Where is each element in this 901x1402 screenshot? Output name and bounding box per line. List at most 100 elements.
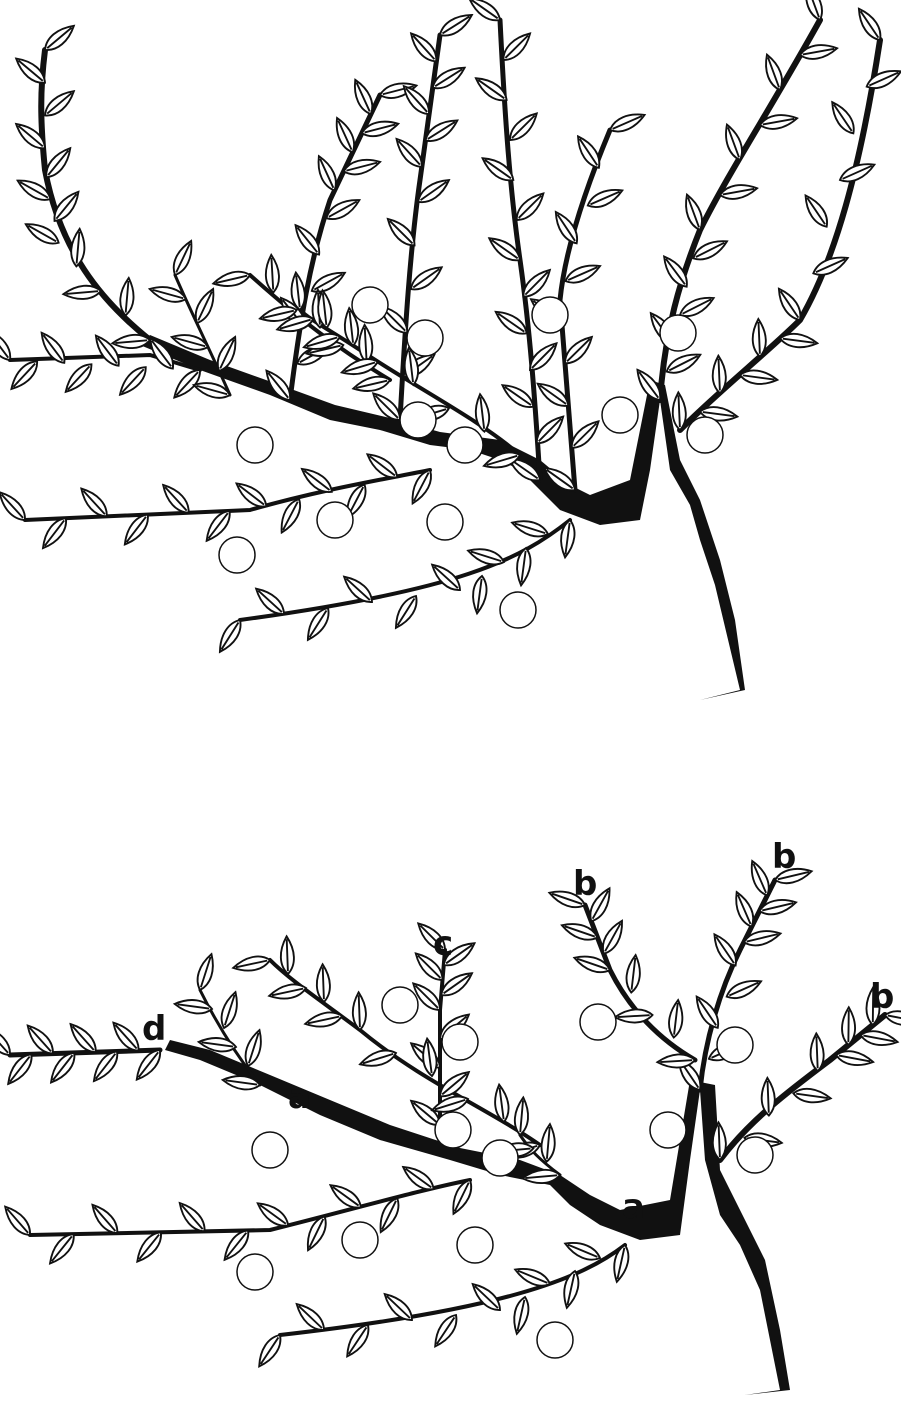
label-d: d <box>142 1009 166 1049</box>
leaf <box>437 9 476 40</box>
label-a-upper: a <box>288 1077 311 1117</box>
fruit <box>342 1222 378 1258</box>
leaf <box>835 1049 874 1069</box>
leaf <box>510 1296 531 1336</box>
fruit <box>252 1132 288 1168</box>
leaf <box>316 964 330 1002</box>
leaf <box>399 1162 437 1195</box>
fruit <box>737 1137 773 1173</box>
leaf <box>23 219 62 249</box>
leaf <box>853 5 885 44</box>
leaf <box>349 77 377 117</box>
leaf <box>667 999 684 1038</box>
leaf <box>474 393 491 432</box>
leaf <box>505 109 541 145</box>
leaf <box>313 153 341 193</box>
leaf <box>232 478 270 511</box>
fruit <box>400 402 436 438</box>
leaf <box>430 1311 462 1350</box>
fruit <box>457 1227 493 1263</box>
leaf <box>712 355 727 393</box>
leaf <box>194 952 218 992</box>
tree-before-pruning <box>0 0 901 700</box>
fruit <box>317 502 353 538</box>
leaf <box>466 544 506 568</box>
leaf <box>607 109 647 136</box>
leaf <box>331 115 359 155</box>
leaf <box>471 575 489 614</box>
leaf <box>513 1264 553 1290</box>
fruit <box>602 397 638 433</box>
fruit <box>537 1322 573 1358</box>
leaf <box>842 1007 856 1045</box>
fruit <box>687 417 723 453</box>
leaf <box>499 29 535 65</box>
tree-after-pruning: d c a a b b b <box>0 837 901 1395</box>
leaf <box>0 1202 35 1239</box>
leaf <box>115 363 150 399</box>
label-b-top: b <box>772 837 796 877</box>
fruit <box>427 504 463 540</box>
leaf <box>218 990 242 1030</box>
leaf <box>407 262 445 294</box>
leaf <box>232 954 272 975</box>
leaf <box>513 1097 529 1136</box>
leaf <box>358 324 373 362</box>
leaf <box>148 283 188 306</box>
leaf <box>859 1029 898 1049</box>
label-c: c <box>433 924 453 964</box>
fruit <box>237 427 273 463</box>
label-b-right: b <box>870 977 894 1017</box>
leaf <box>540 1124 556 1163</box>
leaf <box>0 488 30 525</box>
leaf <box>625 954 642 993</box>
fruit <box>382 987 418 1023</box>
fruit <box>482 1140 518 1176</box>
leaf <box>739 369 778 387</box>
label-a-lower: a <box>622 1187 645 1227</box>
leaf <box>61 360 96 396</box>
label-b-left: b <box>573 864 597 904</box>
leaf <box>672 392 687 430</box>
leaf <box>41 86 78 120</box>
leaf <box>792 1087 831 1105</box>
leaf <box>254 1331 286 1370</box>
fruits <box>237 987 773 1358</box>
leaf <box>709 931 741 970</box>
leaf <box>7 357 42 393</box>
leaf <box>36 329 69 367</box>
leaf <box>214 617 245 656</box>
fruit <box>407 320 443 356</box>
leaf <box>598 918 628 957</box>
leaf <box>358 1047 398 1071</box>
leaf <box>585 184 625 211</box>
leaf <box>242 1028 266 1068</box>
leaf <box>70 228 86 267</box>
leaf <box>112 333 151 349</box>
leaf <box>752 319 767 357</box>
leaf <box>664 349 704 378</box>
leaf <box>610 1244 631 1284</box>
leaf <box>174 997 213 1015</box>
fruit <box>532 297 568 333</box>
leaf <box>265 254 280 292</box>
leaf <box>779 332 818 350</box>
leaf <box>731 889 758 929</box>
fruit <box>219 537 255 573</box>
leaf <box>252 584 289 619</box>
leaf <box>390 593 421 632</box>
leaf <box>746 858 773 898</box>
leaf <box>91 332 124 370</box>
fruit <box>352 287 388 323</box>
leaf <box>563 1238 603 1264</box>
fruit <box>237 1254 273 1290</box>
fruit <box>580 1004 616 1040</box>
leaf <box>724 975 764 1002</box>
leaf <box>810 1033 825 1071</box>
trunk <box>165 1040 790 1395</box>
leaf <box>191 286 219 326</box>
fruit <box>500 592 536 628</box>
leaf <box>41 21 78 55</box>
leaf <box>63 284 102 300</box>
